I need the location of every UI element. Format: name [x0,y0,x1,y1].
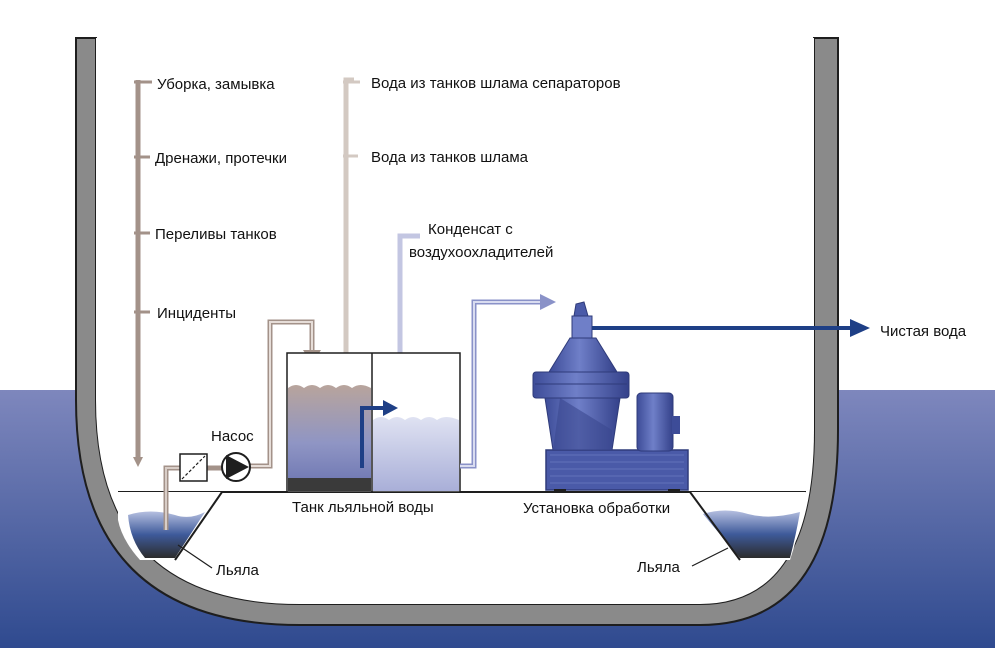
separator-shadow [553,398,612,450]
separator-base [545,449,689,491]
separator-motor [636,392,674,452]
label-overflows: Переливы танков [155,226,277,243]
pump-triangle [226,455,249,479]
separator-top [571,315,593,339]
pipe-feed-inner [460,301,542,467]
filter-diagonal [181,455,206,480]
separator-foot-left [554,489,566,493]
label-cleaning: Уборка, замывка [157,76,275,93]
pipe-tank-transfer [360,406,385,468]
leader-bilge-left [177,544,213,569]
bilge-tank-clean-water [373,417,459,491]
label-incidents: Инциденты [157,305,236,322]
label-clean-water: Чистая вода [880,323,967,340]
label-bilge-left: Льяла [216,562,260,579]
pipe-condensate [397,233,420,370]
bilge-water-right [703,510,800,558]
pipe-sludge [343,77,354,355]
bilge-tank-oil-layer [288,478,371,491]
label-bilge-tank: Танк льяльной воды [292,499,434,516]
pipe-pump-tank-inner [250,321,313,467]
bilge-water-left [128,511,205,558]
arrow-feed [540,294,556,310]
label-condensate-2: воздухоохладителей [409,244,553,261]
label-treatment-unit: Установка обработки [523,500,670,517]
bilge-wall-right [689,491,741,561]
label-condensate-1: Конденсат с [428,221,513,238]
label-bilge-right: Льяла [637,559,681,576]
separator-inlet [573,301,589,317]
label-pump: Насос [211,428,254,445]
bilge-tank-dirty-water [288,385,371,491]
label-sludge-separators: Вода из танков шлама сепараторов [371,75,621,92]
separator-band [532,371,630,399]
label-drains: Дренажи, протечки [155,150,287,167]
separator-bowl [548,337,618,373]
arrow-clean [850,319,870,337]
label-sludge-tanks: Вода из танков шлама [371,149,529,166]
separator-base-hatch [550,454,684,484]
separator-motor-box [672,416,680,434]
pipe-suction-outline [165,467,182,530]
arrow-tank-transfer [383,400,398,416]
leader-bilge-right [691,547,729,567]
separator-icon [532,301,689,493]
separator-foot-right [668,489,680,493]
